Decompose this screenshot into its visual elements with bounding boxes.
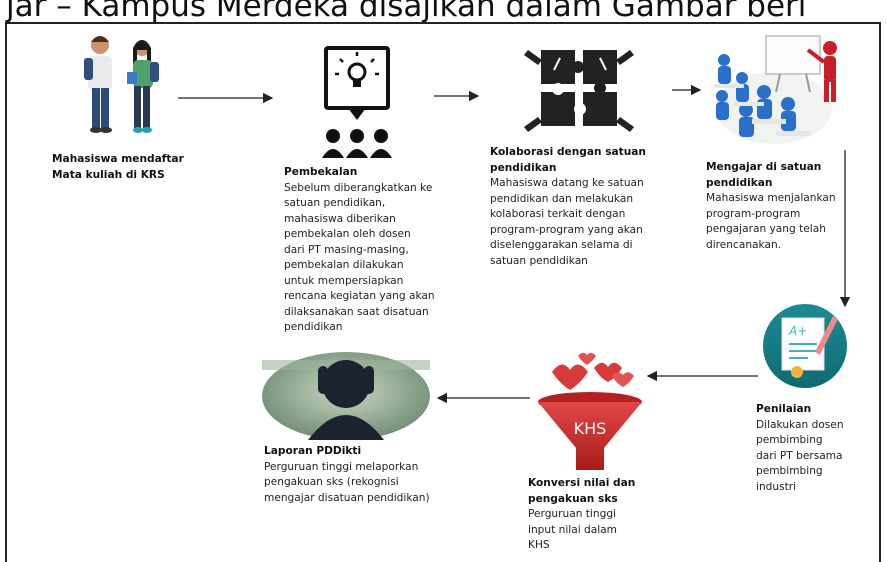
step-title: Mahasiswa mendaftar Mata kuliah di KRS	[52, 153, 184, 181]
step-desc: Sebelum diberangkatkan ke satuan pendidi…	[284, 181, 435, 334]
step-briefing: Pembekalan Sebelum diberangkatkan ke sat…	[284, 165, 464, 336]
header-text: jar – Kampus Merdeka disajikan dalam Gam…	[6, 0, 807, 24]
idea-presentation-icon	[322, 46, 392, 158]
teaching-class-icon	[714, 35, 837, 144]
step-desc: Perguruan tinggi input nilai dalam KHS	[528, 508, 617, 551]
step-desc: Perguruan tinggi melaporkan pengakuan sk…	[264, 460, 430, 504]
grade-assessment-icon: A+	[763, 304, 847, 388]
step-title: Penilaian	[756, 403, 812, 415]
step-report: Laporan PDDikti Perguruan tinggi melapor…	[264, 444, 464, 506]
step-desc: Dilakukan dosen pembimbing dari PT bersa…	[756, 418, 844, 493]
step-title: Pembekalan	[284, 166, 358, 178]
students-icon	[84, 36, 159, 133]
step-title: Konversi nilai dan pengakuan sks	[528, 477, 636, 505]
step-assessment: Penilaian Dilakukan dosen pembimbing dar…	[756, 402, 876, 495]
khs-funnel-icon: KHS	[538, 352, 642, 470]
grade-label: A+	[788, 324, 807, 338]
step-desc: Mahasiswa datang ke satuan pendidikan da…	[490, 177, 644, 267]
step-title: Laporan PDDikti	[264, 445, 362, 457]
step-title: Mengajar di satuan pendidikan	[706, 161, 822, 189]
step-desc: Mahasiswa menjalankan program-program pe…	[706, 192, 836, 251]
step-title: Kolaborasi dengan satuan pendidikan	[490, 146, 646, 174]
report-photo-icon	[262, 352, 430, 440]
step-teaching: Mengajar di satuan pendidikan Mahasiswa …	[706, 160, 856, 253]
step-conversion: Konversi nilai dan pengakuan sks Perguru…	[528, 476, 668, 554]
step-collaboration: Kolaborasi dengan satuan pendidikan Maha…	[490, 145, 670, 269]
diagram-frame	[5, 22, 881, 562]
step-register: Mahasiswa mendaftar Mata kuliah di KRS	[52, 152, 192, 183]
funnel-label: KHS	[574, 419, 607, 438]
collaboration-puzzle-icon	[524, 50, 634, 132]
